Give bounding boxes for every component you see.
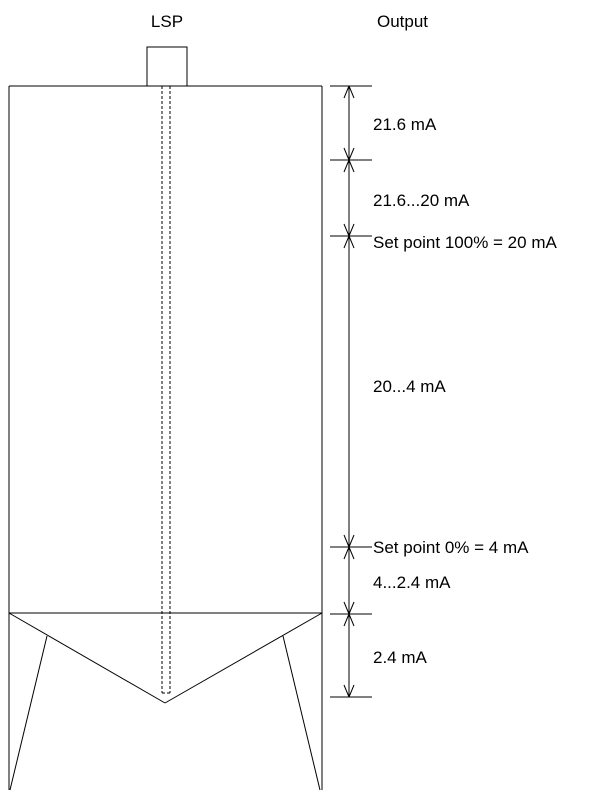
silo-cone xyxy=(8,612,323,704)
silo-body xyxy=(8,85,323,614)
zone-label-measuring-range: 20...4 mA xyxy=(373,377,446,396)
setpoint-label-0: Set point 0% = 4 mA xyxy=(373,538,529,557)
zone-label-overfill: 21.6 mA xyxy=(373,115,437,134)
cone-right-edge xyxy=(164,612,323,704)
cone-left-edge xyxy=(8,612,166,704)
sensor-head-box xyxy=(146,46,188,87)
output-label: Output xyxy=(377,12,428,31)
right-leg xyxy=(282,635,321,791)
setpoint-label-100: Set point 100% = 20 mA xyxy=(373,233,557,252)
silo-legs xyxy=(8,613,323,791)
sensor-label: LSP xyxy=(151,12,183,31)
zone-label-lower-range: 4...2.4 mA xyxy=(373,573,451,592)
zone-label-underfill: 2.4 mA xyxy=(373,648,428,667)
probe-rod xyxy=(161,86,171,694)
dimension-ticks xyxy=(330,85,372,698)
zone-label-upper-range: 21.6...20 mA xyxy=(373,191,470,210)
dimension-arrows xyxy=(343,85,355,698)
left-leg xyxy=(9,635,48,791)
